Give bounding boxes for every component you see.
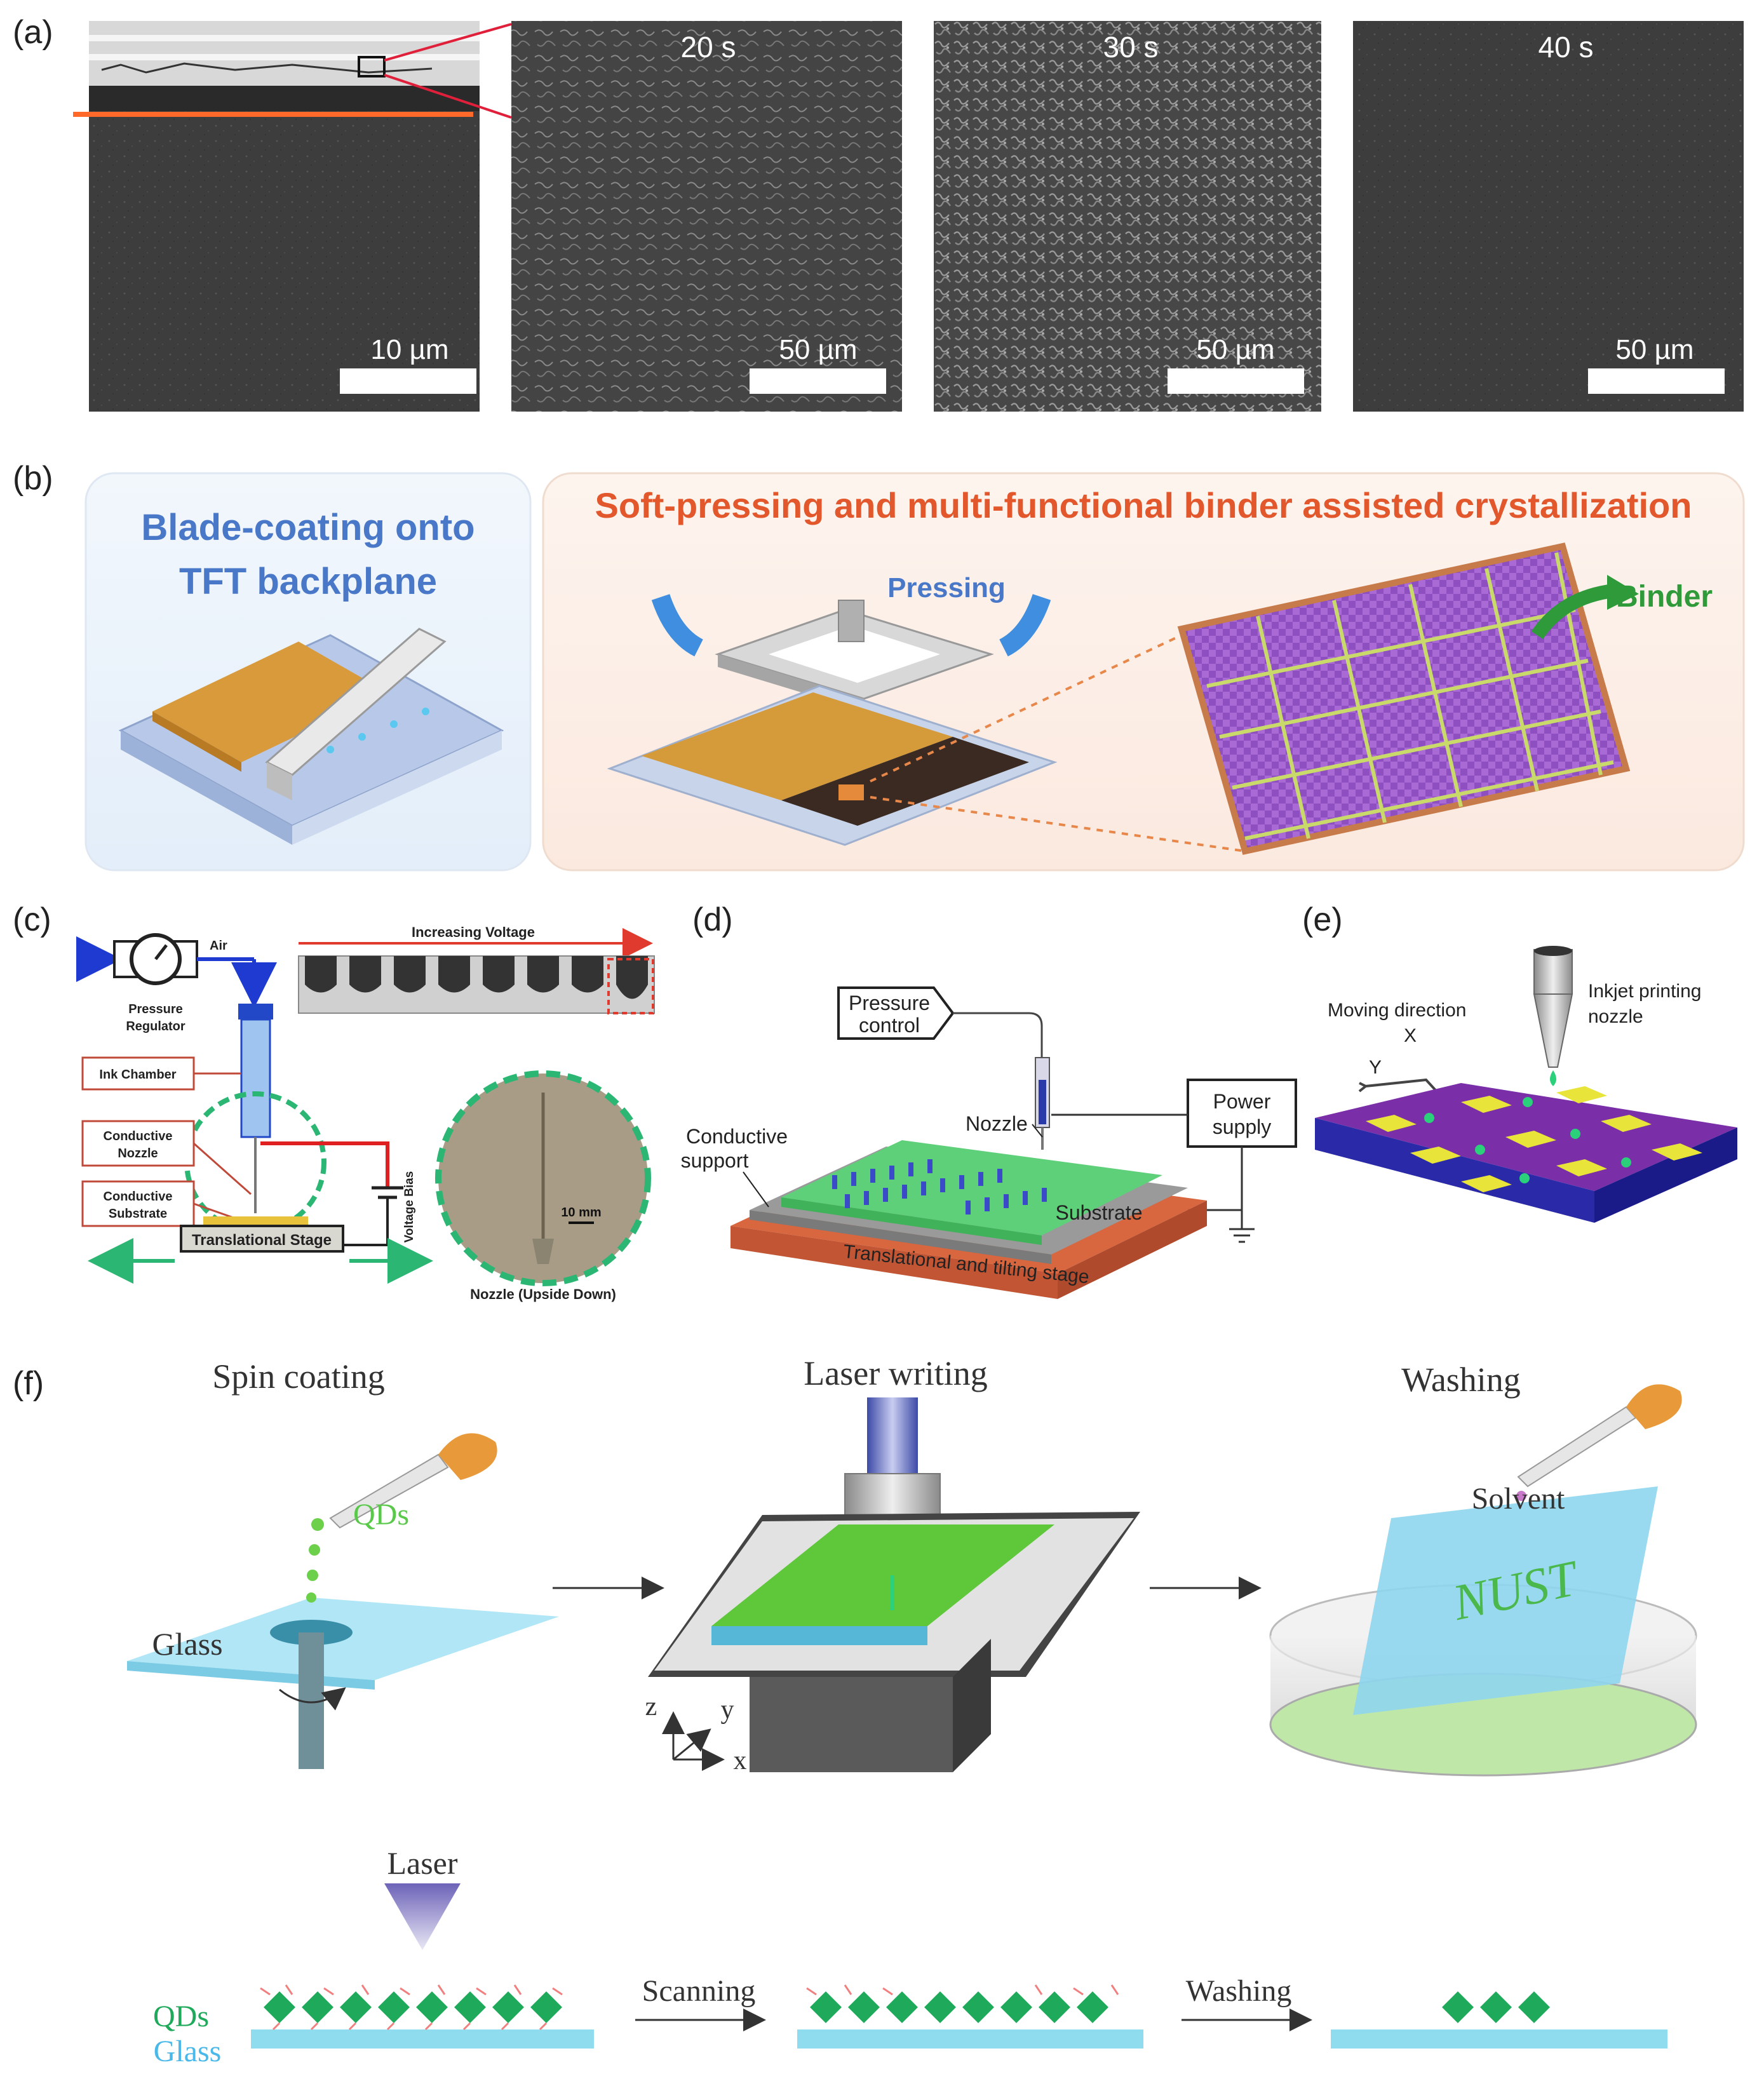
qds-label: QDs	[353, 1498, 409, 1531]
panel-e-label: (e)	[1302, 901, 1343, 938]
washing-title: Washing	[1401, 1361, 1521, 1399]
solvent-label: Solvent	[1472, 1482, 1565, 1516]
conductive-support-label-line2: support	[681, 1149, 749, 1172]
scale-bar-label: 50 µm	[1196, 334, 1274, 365]
washing-bottom-label: Washing	[1186, 1974, 1292, 2008]
conductive-nozzle-label-line1: Conductive	[104, 1129, 173, 1143]
ink-chamber-label: Ink Chamber	[99, 1068, 176, 1082]
conductive-support-label-line1: Conductive	[686, 1125, 788, 1148]
sem-image-30s: 30 s 50 µm	[934, 21, 1321, 412]
sem-image-40s: 40 s 50 µm	[1353, 21, 1744, 412]
droplet-strip	[299, 956, 654, 1013]
soft-pressing-title: Soft-pressing and multi-functional binde…	[595, 485, 1692, 525]
pressure-control-label-line2: control	[859, 1014, 920, 1037]
increasing-voltage-label: Increasing Voltage	[412, 924, 535, 940]
substrate-label: Substrate	[1056, 1201, 1143, 1224]
power-supply-label-line1: Power	[1213, 1090, 1271, 1113]
panel-c: (c) Air Pressure Regulator Ink Chamber C…	[13, 901, 654, 1302]
inkjet-nozzle	[1534, 950, 1572, 994]
panel-d: (d) Pressure control Nozzle Power supply	[681, 901, 1296, 1299]
nozzle-label-line2: nozzle	[1588, 1006, 1643, 1027]
power-supply-label-line2: supply	[1213, 1115, 1272, 1138]
axis-z-label: z	[645, 1692, 657, 1721]
qd-layer-washed	[1331, 1991, 1667, 2049]
voltage-bias-label: Voltage Bias	[403, 1171, 416, 1243]
scale-bar-label: 50 µm	[779, 334, 857, 365]
time-label: 20 s	[681, 30, 736, 64]
panel-c-label: (c)	[13, 901, 51, 938]
nozzle-label-line1: Inkjet printing	[1588, 981, 1701, 1002]
time-label: 30 s	[1103, 30, 1159, 64]
scale-10mm-label: 10 mm	[561, 1206, 601, 1220]
binder-label: Binder	[1616, 580, 1713, 614]
panel-f: (f) Spin coating QDs Glass Laser writing	[13, 1354, 1696, 2068]
nozzle-caption: Nozzle (Upside Down)	[470, 1286, 616, 1302]
ink-chamber	[241, 1019, 270, 1137]
laser-cone	[384, 1883, 461, 1950]
pressure-regulator-label-line1: Pressure	[128, 1002, 183, 1016]
sem-cross-section: 10 µm	[73, 21, 511, 412]
laser-writing-title: Laser writing	[804, 1354, 987, 1392]
sem-image-20s: 20 s 50 µm	[511, 21, 902, 412]
qds-bottom-label: QDs	[153, 2000, 209, 2033]
blade-coating-title-line1: Blade-coating onto	[141, 507, 475, 548]
qd-layer-scanned	[797, 1985, 1143, 2049]
spin-coating-title: Spin coating	[212, 1357, 384, 1396]
time-label: 40 s	[1538, 30, 1594, 64]
purple-substrate	[1315, 1083, 1737, 1223]
moving-direction-label: Moving direction	[1328, 1000, 1466, 1021]
glass-bottom-label: Glass	[154, 2035, 222, 2068]
pressure-regulator-label-line2: Regulator	[126, 1019, 185, 1033]
scale-bar-label: 50 µm	[1615, 334, 1693, 365]
panel-a-label: (a)	[13, 14, 53, 51]
panel-b-label: (b)	[13, 460, 53, 497]
axis-y-label: Y	[1369, 1057, 1382, 1078]
laser-label: Laser	[387, 1845, 457, 1881]
scanning-label: Scanning	[642, 1974, 756, 2008]
qd-layer-before	[251, 1985, 594, 2049]
axis-x-label: x	[734, 1746, 747, 1775]
air-label: Air	[210, 939, 227, 953]
nozzle-label: Nozzle	[966, 1112, 1028, 1135]
panel-f-label: (f)	[13, 1365, 44, 1402]
glass-label: Glass	[152, 1626, 222, 1662]
axis-x-label: X	[1404, 1025, 1417, 1046]
pressure-control-label-line1: Pressure	[849, 992, 930, 1014]
axis-y-label: y	[721, 1695, 734, 1725]
scale-bar	[340, 368, 476, 394]
scale-bar-label: 10 µm	[370, 334, 448, 365]
scale-bar	[1588, 368, 1725, 394]
scale-bar	[750, 368, 886, 394]
translational-stage-label: Translational Stage	[192, 1232, 332, 1249]
blade-coating-title-line2: TFT backplane	[179, 561, 437, 602]
panel-b: (b) Blade-coating onto TFT backplane Sof…	[13, 460, 1744, 870]
panel-d-label: (d)	[692, 901, 733, 938]
spin-coating-illustration	[127, 1433, 559, 1769]
scale-bar	[1168, 368, 1304, 394]
panel-a: (a) 10 µm 20 s 50 µm 30 s 50	[13, 14, 1744, 412]
panel-e: (e) Inkjet printing nozzle Moving direct…	[1302, 901, 1737, 1223]
pressing-label: Pressing	[887, 572, 1006, 603]
conductive-nozzle-label-line2: Nozzle	[118, 1147, 158, 1161]
conductive-substrate-label-line1: Conductive	[104, 1190, 173, 1204]
conductive-substrate-label-line2: Substrate	[109, 1207, 167, 1221]
